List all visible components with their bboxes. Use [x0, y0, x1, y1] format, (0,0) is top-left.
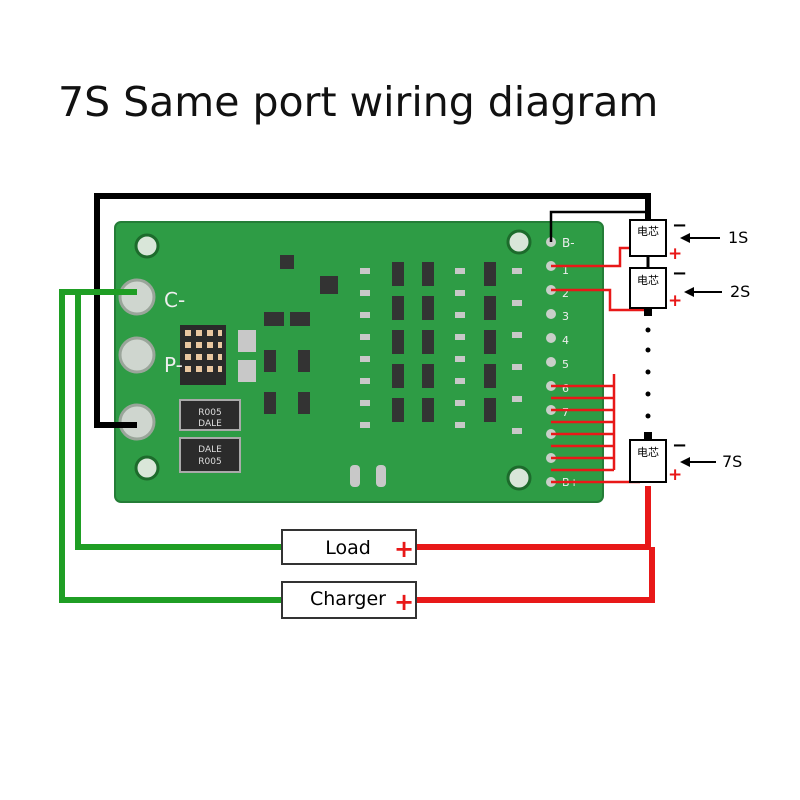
- cell-7s: 电芯 − + 7S: [629, 435, 742, 485]
- cell-2s-minus: −: [672, 263, 687, 284]
- load-plus: +: [394, 535, 414, 563]
- header-label-3: 3: [562, 310, 569, 323]
- green-wires: [59, 289, 284, 603]
- resistor-2-brand: DALE: [198, 445, 222, 455]
- header-label-5: 5: [562, 358, 569, 371]
- cell-1s: 电芯 − + 1S: [629, 215, 748, 264]
- pad-label-p-minus: P-: [164, 353, 183, 377]
- resistor-2-label: R005: [198, 457, 221, 467]
- pad-label-c-minus: C-: [164, 288, 185, 312]
- header-label-b-minus: B-: [562, 236, 575, 250]
- header-label-2: 2: [562, 287, 569, 300]
- cell-7s-minus: −: [672, 435, 687, 456]
- cell-2s-plus: +: [668, 291, 682, 311]
- cell-7s-label: 电芯: [637, 445, 659, 459]
- cell-1s-minus: −: [672, 215, 687, 236]
- red-positive-wires: [410, 486, 655, 603]
- resistor-1-label: R005: [198, 408, 221, 418]
- cell-2s: 电芯 − + 2S: [629, 263, 750, 311]
- cell-1s-label: 电芯: [637, 224, 659, 238]
- cell-7s-series-label: 7S: [722, 452, 742, 471]
- charger-label: Charger: [310, 588, 386, 610]
- bms-board: R005 DALE DALE R005 C- P- B- 1 2 3 4 5 6…: [114, 221, 604, 503]
- cell-1s-series-label: 1S: [728, 228, 748, 247]
- load-box: Load +: [281, 529, 417, 565]
- header-label-4: 4: [562, 334, 569, 347]
- resistor-1-brand: DALE: [198, 419, 222, 429]
- continuation-dots: [645, 327, 651, 419]
- cell-7s-plus: +: [668, 465, 682, 485]
- diagram-title: 7S Same port wiring diagram: [58, 78, 659, 126]
- black-negative-wire: [94, 193, 651, 428]
- header-label-6: 6: [562, 382, 569, 395]
- cell-2s-label: 电芯: [637, 273, 659, 287]
- cell-1s-plus: +: [668, 244, 682, 264]
- charger-box: Charger +: [281, 581, 417, 619]
- cell-2s-series-label: 2S: [730, 282, 750, 301]
- charger-plus: +: [394, 588, 414, 616]
- load-label: Load: [325, 537, 371, 559]
- header-label-7: 7: [562, 406, 569, 419]
- balance-wires: [551, 246, 646, 484]
- header-label-1: 1: [562, 264, 569, 277]
